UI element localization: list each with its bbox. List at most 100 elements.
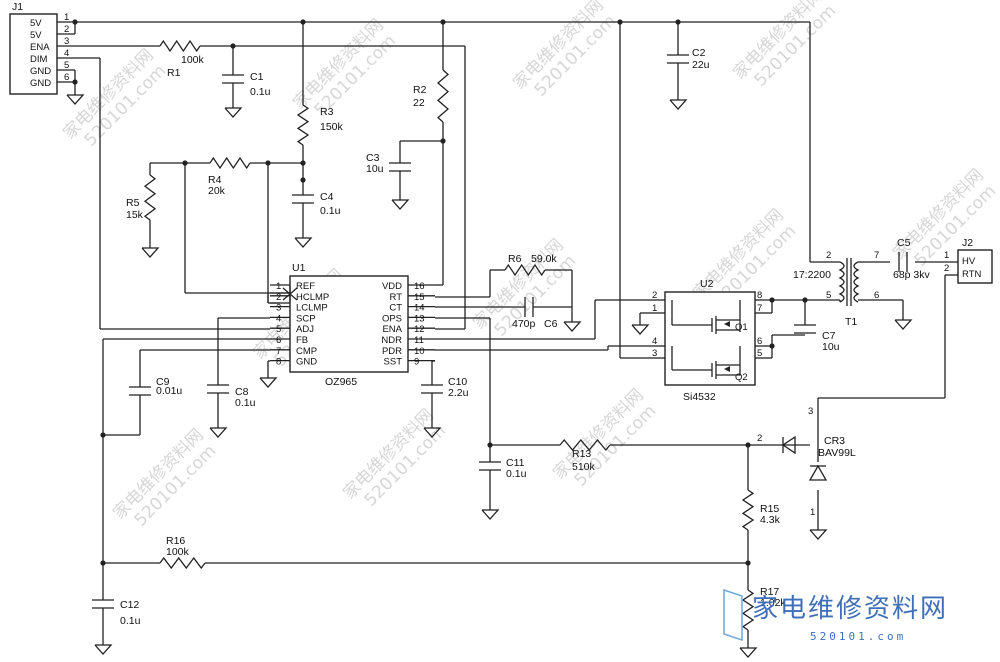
ic-pin-name: LCLMP: [296, 303, 328, 314]
ground-icon: [481, 509, 500, 520]
resistor-value: 100k: [181, 54, 205, 66]
capacitor-value: 0.01u: [156, 385, 182, 397]
resistor-value: 510k: [572, 461, 596, 473]
ic-pin-name: GND: [296, 357, 317, 368]
ic-pin-number: 10: [414, 346, 425, 357]
ic-pin-number: 4: [276, 313, 281, 324]
ic-pin-number: 9: [414, 357, 419, 368]
j1-pin-name: ENA: [30, 42, 50, 53]
resistor-ref: R6: [508, 253, 522, 265]
j1-pin-number: 4: [64, 48, 69, 59]
transformer-ratio: 17:2200: [793, 269, 831, 281]
j1-pin-number: 5: [64, 60, 69, 71]
ic-pin-number: 7: [276, 346, 281, 357]
j2-ref: J2: [962, 237, 973, 249]
j1-pin-number: 1: [64, 12, 69, 23]
capacitor-c8: C80.1u: [207, 384, 256, 409]
capacitor-value: 0.1u: [250, 86, 271, 98]
resistor-value: 15k: [126, 209, 144, 221]
diode-pin-number: 3: [808, 406, 813, 417]
j1-pin-number: 3: [64, 36, 69, 47]
resistor-value: 22: [413, 97, 425, 109]
capacitor-ref: C7: [822, 330, 836, 342]
ic-pin-number: 5: [276, 324, 281, 335]
mosfet-pin-number: 1: [652, 303, 657, 314]
resistor-value: 1.02k: [760, 597, 786, 609]
q1-label: Q1: [735, 322, 748, 333]
ground-icon: [894, 319, 913, 330]
j1-ref: J1: [12, 1, 23, 13]
capacitor-value: 22u: [692, 59, 710, 71]
ground-icon: [94, 644, 113, 655]
ground-icon: [66, 94, 85, 105]
ic-pin-number: 15: [414, 292, 425, 303]
capacitor-value: 0.1u: [235, 397, 256, 409]
transformer-pin-number: 5: [826, 290, 831, 301]
capacitor-value: 470p: [512, 318, 536, 330]
ground-icon: [809, 529, 828, 540]
ic-pin-name: REF: [296, 281, 315, 292]
ic-pin-number: 8: [276, 357, 281, 368]
ic-ref: U1: [292, 262, 306, 274]
j2-pin-number: 1: [944, 250, 949, 261]
capacitor-ref: C11: [506, 457, 525, 469]
capacitor-ref: C8: [235, 386, 249, 398]
capacitor-ref: C10: [448, 376, 467, 388]
ground-icon: [391, 199, 410, 210]
diode-cr3: CR3 BAV99L 123: [757, 406, 856, 518]
resistor-ref: R15: [760, 503, 779, 515]
ground-icon: [141, 247, 160, 258]
resistor-ref: R5: [126, 197, 140, 209]
ground-icon: [259, 377, 278, 388]
brand-logo: 家电维修资料网 520101.com: [723, 588, 946, 643]
ic-pin-name: RT: [390, 292, 403, 303]
capacitor-ref: C3: [366, 152, 380, 164]
capacitor-value: 0.1u: [506, 468, 527, 480]
ic-pin-name: VDD: [382, 281, 402, 292]
ground-icon: [631, 324, 650, 335]
ic-pin-name: SCP: [296, 313, 316, 324]
ic-pin-number: 2: [276, 292, 281, 303]
ic-pin-number: 3: [276, 303, 281, 314]
ground-icon: [669, 99, 688, 110]
j2-pin-number: 2: [944, 263, 949, 274]
diode-part: BAV99L: [818, 447, 856, 459]
ic-pin-number: 13: [414, 313, 425, 324]
resistor-value: 20k: [208, 185, 226, 197]
j2-pin-name: RTN: [962, 269, 981, 280]
ic-pin-number: 1: [276, 281, 281, 292]
ic-pin-name: PDR: [382, 346, 402, 357]
ic-pin-number: 14: [414, 303, 425, 314]
resistor-ref: R1: [167, 67, 181, 79]
mosfet-pin-number: 8: [757, 290, 762, 301]
capacitor-ref: C4: [320, 191, 334, 203]
mosfet-pin-number: 3: [652, 348, 657, 359]
j1-pin-number: 2: [64, 24, 69, 35]
j1-pin-number: 6: [64, 72, 69, 83]
diode-ref: CR3: [824, 435, 845, 447]
capacitor-value: 2.2u: [448, 387, 469, 399]
capacitor-ref: C1: [250, 71, 264, 83]
resistor-ref: R2: [413, 84, 427, 96]
resistor-value: 4.3k: [760, 514, 781, 526]
ground-icon: [209, 427, 228, 438]
capacitor-ref: C9: [156, 376, 170, 388]
capacitor-ref: C12: [120, 599, 139, 611]
ground-icon: [739, 647, 758, 658]
mosfet-pin-number: 5: [757, 348, 762, 359]
